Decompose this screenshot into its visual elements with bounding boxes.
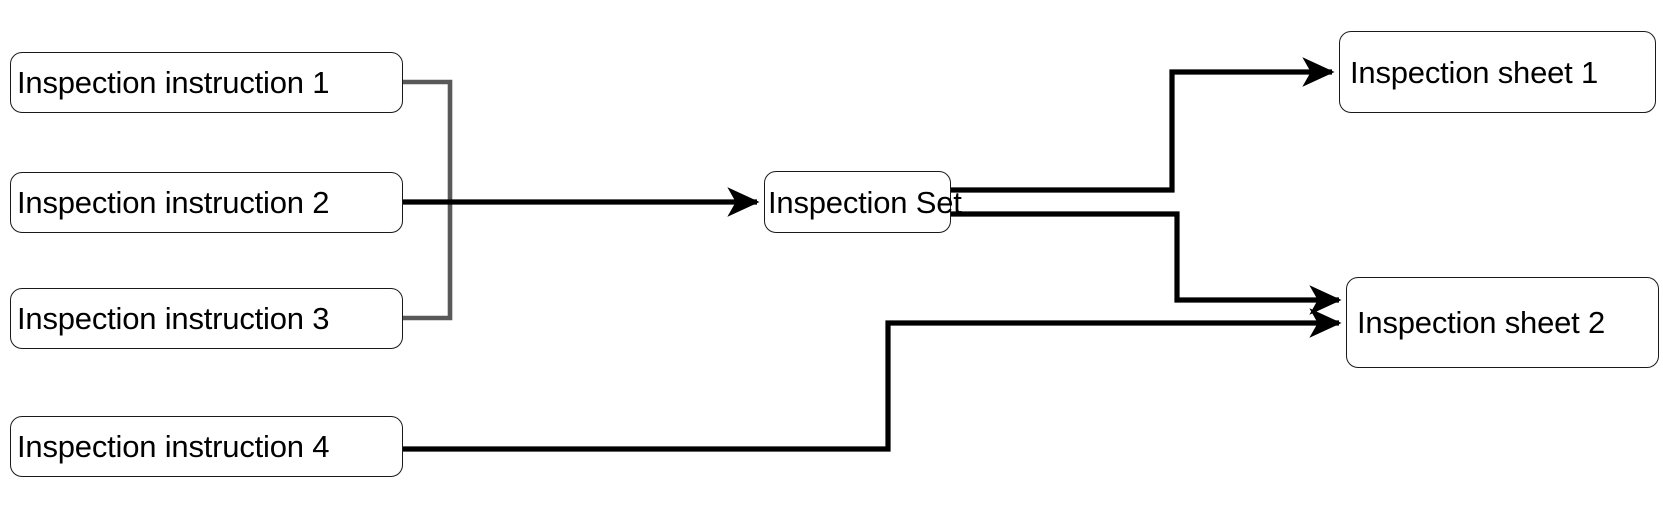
node-label: Inspection sheet 2 <box>1357 305 1606 340</box>
edge-set-to-sheet-1 <box>951 57 1335 193</box>
edge-set-to-sheet-2 <box>951 211 1342 315</box>
edge-instruction-4-to-sheet-2 <box>403 308 1342 452</box>
node-inspection-set[interactable]: Inspection Set <box>764 171 962 233</box>
node-label: Inspection sheet 1 <box>1350 54 1599 90</box>
node-label: Inspection instruction 1 <box>17 65 330 100</box>
node-label: Inspection instruction 3 <box>17 301 330 336</box>
node-label: Inspection instruction 4 <box>17 429 330 464</box>
node-inspection-sheet-1[interactable]: Inspection sheet 1 <box>1339 31 1656 113</box>
node-label: Inspection instruction 2 <box>17 185 330 220</box>
edge-instruction-3-to-set <box>403 202 453 321</box>
edge-instruction-1-to-set <box>403 79 453 202</box>
node-inspection-instruction-2[interactable]: Inspection instruction 2 <box>10 172 403 233</box>
node-label: Inspection Set <box>768 184 962 220</box>
node-inspection-instruction-3[interactable]: Inspection instruction 3 <box>10 288 403 349</box>
node-inspection-sheet-2[interactable]: Inspection sheet 2 <box>1346 277 1659 368</box>
node-inspection-instruction-4[interactable]: Inspection instruction 4 <box>10 416 403 477</box>
node-inspection-instruction-1[interactable]: Inspection instruction 1 <box>10 52 403 113</box>
